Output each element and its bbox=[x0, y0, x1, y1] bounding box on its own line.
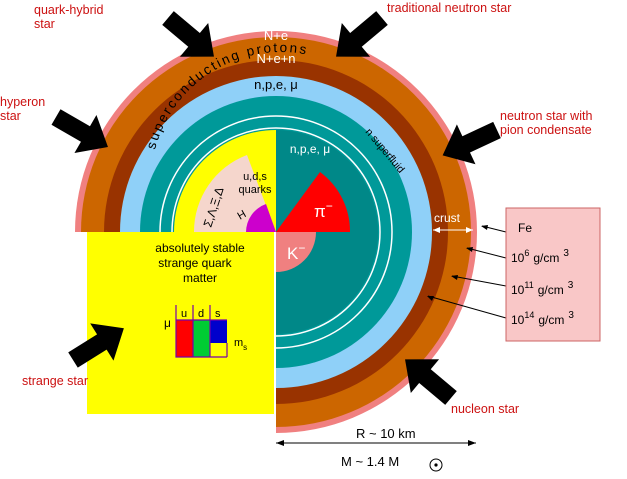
density2-pointer bbox=[451, 275, 507, 287]
fe-label: Fe bbox=[518, 221, 532, 235]
s-label: s bbox=[215, 308, 221, 320]
strange-matter-line3: matter bbox=[183, 271, 217, 285]
layer-label-ne: N+e bbox=[264, 28, 288, 43]
traditional-neutron-star-label: traditional neutron star bbox=[387, 1, 511, 15]
pion-condensate-sector bbox=[276, 172, 351, 232]
arrow-pion-condensate-icon bbox=[442, 121, 501, 165]
mu-label: μ bbox=[164, 316, 171, 330]
crust-composition-box bbox=[505, 207, 601, 342]
arrow-hyperon-icon bbox=[51, 109, 108, 154]
kaon-label: K− bbox=[287, 241, 305, 263]
fermi-sea-diagram: u d s μ ms bbox=[164, 305, 247, 358]
scale-annotation: R ~ 10 km M ~ 1.4 M bbox=[276, 426, 476, 472]
inner-npe-label: n,p,e, μ bbox=[290, 142, 330, 156]
arrow-traditional-ns-icon bbox=[336, 11, 388, 57]
quarks-label-line2: quarks bbox=[238, 184, 272, 196]
radius-label: R ~ 10 km bbox=[356, 426, 416, 441]
layer-label-nen: N+e+n bbox=[256, 51, 295, 66]
pion-label: π− bbox=[314, 199, 333, 221]
arrow-nucleon-star-icon bbox=[405, 359, 457, 405]
arrow-quark-hybrid-icon bbox=[162, 11, 214, 57]
strange-star-label: strange star bbox=[22, 374, 88, 388]
density3-pointer bbox=[427, 295, 507, 319]
crust-label: crust bbox=[434, 211, 461, 225]
nucleon-star-label: nucleon star bbox=[451, 402, 519, 416]
u-label: u bbox=[181, 308, 187, 320]
solar-symbol-icon bbox=[429, 458, 443, 472]
u-quark-bar bbox=[176, 320, 193, 357]
layer-label-npe: n,p,e, μ bbox=[254, 77, 298, 92]
star-type-arrows bbox=[51, 11, 501, 405]
s-quark-bar bbox=[210, 320, 227, 343]
strange-matter-line1: absolutely stable bbox=[155, 241, 245, 255]
fermi-grid-lines bbox=[175, 305, 227, 358]
density1-pointer bbox=[466, 247, 507, 259]
mass-label: M ~ 1.4 M bbox=[341, 454, 399, 469]
d-quark-bar bbox=[193, 320, 210, 357]
quarks-label-line1: u,d,s bbox=[243, 171, 267, 183]
ms-label: ms bbox=[234, 337, 247, 352]
d-label: d bbox=[198, 308, 204, 320]
strange-matter-line2: strange quark bbox=[158, 256, 232, 270]
arrow-strange-star-icon bbox=[68, 323, 124, 368]
h-dibaryon-sector bbox=[246, 204, 276, 232]
